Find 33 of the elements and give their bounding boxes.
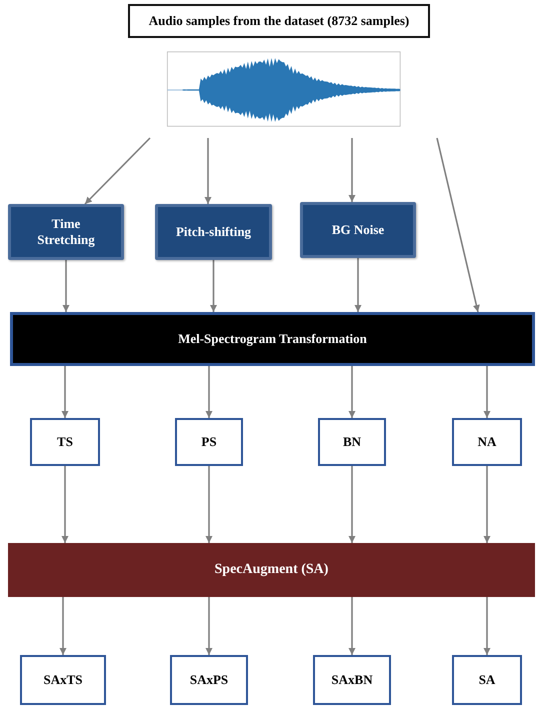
output-box: SAxPS — [170, 655, 248, 705]
arrow — [62, 260, 70, 312]
output-box: PS — [175, 418, 243, 466]
arrow — [60, 597, 66, 655]
arrow — [348, 466, 356, 543]
arrow — [484, 366, 490, 418]
arrow — [484, 466, 490, 543]
arrow — [206, 466, 212, 543]
arrow — [62, 466, 68, 543]
arrow — [348, 366, 356, 418]
arrow — [348, 597, 356, 655]
arrow — [204, 138, 212, 204]
output-box: SA — [452, 655, 522, 705]
arrow — [436, 138, 480, 312]
output-box: SAxBN — [313, 655, 391, 705]
output-box: TS — [30, 418, 100, 466]
process-bar: Mel-Spectrogram Transformation — [10, 312, 535, 366]
arrow — [354, 258, 362, 312]
process-box: BG Noise — [300, 202, 416, 258]
output-box: NA — [452, 418, 522, 466]
arrow — [206, 366, 212, 418]
arrow — [484, 597, 490, 655]
output-box: SAxTS — [20, 655, 106, 705]
arrow — [206, 597, 212, 655]
process-box: Pitch-shifting — [155, 204, 272, 260]
caption-box: Audio samples from the dataset (8732 samples) — [128, 4, 430, 38]
process-box: Time Stretching — [8, 204, 124, 260]
arrow — [348, 138, 356, 202]
output-box: BN — [318, 418, 386, 466]
arrow — [210, 260, 217, 312]
process-bar: SpecAugment (SA) — [8, 543, 535, 597]
arrow — [84, 137, 151, 205]
arrow — [62, 366, 68, 418]
